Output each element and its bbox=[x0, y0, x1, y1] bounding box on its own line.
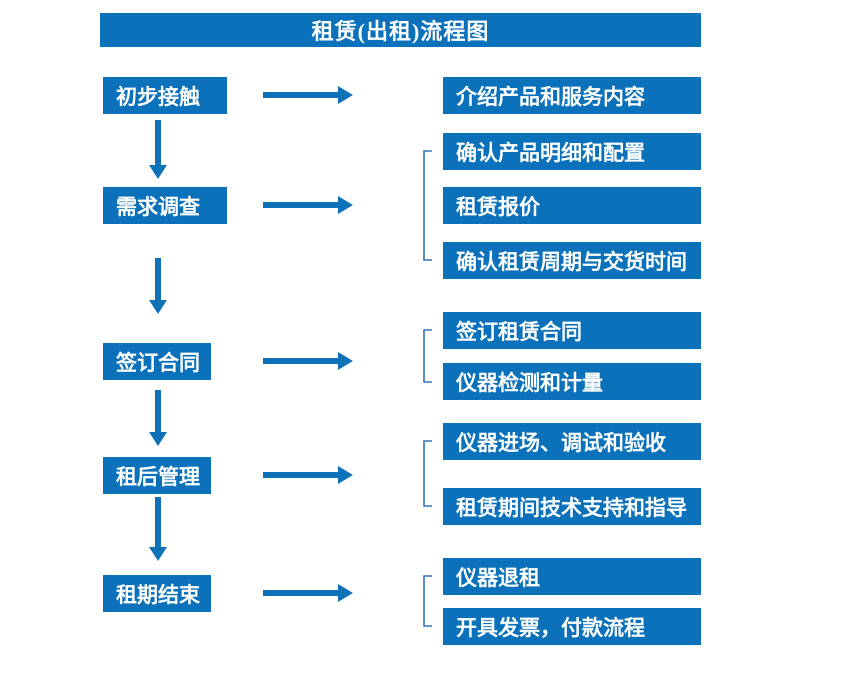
detail-box-confirm-rental-period: 确认租赁周期与交货时间 bbox=[443, 242, 701, 279]
detail-box-instrument-testing: 仪器检测和计量 bbox=[443, 363, 701, 400]
arrow-down-icon-1 bbox=[149, 120, 167, 179]
flowchart-title: 租赁(出租)流程图 bbox=[100, 13, 701, 47]
detail-box-invoice-payment: 开具发票，付款流程 bbox=[443, 608, 701, 645]
arrow-right-icon-5 bbox=[263, 584, 353, 602]
arrow-right-icon-4 bbox=[263, 466, 353, 484]
detail-box-instrument-setup: 仪器进场、调试和验收 bbox=[443, 423, 701, 460]
detail-box-rental-quotation: 租赁报价 bbox=[443, 187, 701, 224]
arrow-right-icon-2 bbox=[263, 196, 353, 214]
stage-box-post-rental-management: 租后管理 bbox=[103, 457, 211, 494]
stage-box-rental-end: 租期结束 bbox=[103, 575, 211, 612]
bracket-connector-4 bbox=[423, 575, 432, 627]
stage-box-demand-survey: 需求调查 bbox=[103, 187, 227, 224]
detail-box-instrument-return: 仪器退租 bbox=[443, 558, 701, 595]
stage-box-initial-contact: 初步接触 bbox=[103, 77, 227, 114]
arrow-right-icon-3 bbox=[263, 352, 353, 370]
detail-box-confirm-product-details: 确认产品明细和配置 bbox=[443, 133, 701, 170]
arrow-right-icon-1 bbox=[263, 86, 353, 104]
arrow-down-icon-2 bbox=[149, 258, 167, 314]
stage-box-sign-contract: 签订合同 bbox=[103, 343, 211, 380]
detail-box-sign-rental-contract: 签订租赁合同 bbox=[443, 312, 701, 349]
arrow-down-icon-4 bbox=[149, 497, 167, 561]
bracket-connector-2 bbox=[423, 329, 432, 383]
detail-box-introduce-products: 介绍产品和服务内容 bbox=[443, 77, 701, 114]
arrow-down-icon-3 bbox=[149, 390, 167, 446]
bracket-connector-1 bbox=[423, 150, 432, 261]
bracket-connector-3 bbox=[423, 440, 432, 507]
detail-box-technical-support: 租赁期间技术支持和指导 bbox=[443, 488, 701, 525]
